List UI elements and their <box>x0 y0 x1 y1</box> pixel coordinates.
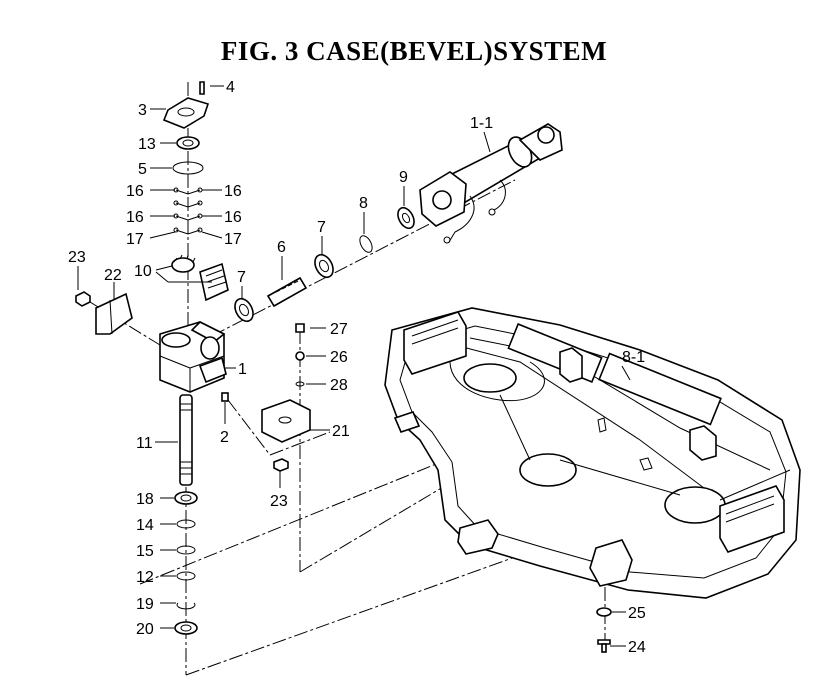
figure-title: FIG. 3 CASE(BEVEL)SYSTEM <box>220 36 608 66</box>
callout-16: 16 <box>224 209 242 226</box>
cover-stack <box>162 81 210 235</box>
lower-stack <box>174 491 198 635</box>
callout-1-1: 1-1 <box>470 115 493 132</box>
callout-25: 25 <box>628 605 646 622</box>
callout-16: 16 <box>126 183 144 200</box>
washer-bolt-25-24 <box>596 607 612 653</box>
callout-27: 27 <box>330 321 348 338</box>
callout-16: 16 <box>224 183 242 200</box>
callout-3: 3 <box>138 102 147 119</box>
callout-7: 7 <box>237 269 246 286</box>
callout-6: 6 <box>277 239 286 256</box>
drive-shaft-1-1 <box>419 123 563 244</box>
callout-23: 23 <box>270 493 288 510</box>
callout-26: 26 <box>330 349 348 366</box>
callout-2: 2 <box>220 429 229 446</box>
callout-8-1: 8-1 <box>622 349 645 366</box>
callout-12: 12 <box>136 569 154 586</box>
callout-18: 18 <box>136 491 154 508</box>
callout-15: 15 <box>136 543 154 560</box>
callout-7: 7 <box>317 219 326 236</box>
callout-10: 10 <box>134 263 152 280</box>
callout-20: 20 <box>136 621 154 638</box>
shaft-bearings <box>234 206 415 323</box>
gearbox-case-1 <box>159 321 227 393</box>
callout-5: 5 <box>138 161 147 178</box>
callout-28: 28 <box>330 377 348 394</box>
callout-11: 11 <box>136 435 153 452</box>
vertical-shaft-11 <box>179 392 229 486</box>
callout-labels: 4 3 13 5 16 16 16 16 17 17 23 22 10 7 7 … <box>68 79 646 656</box>
callout-14: 14 <box>136 517 154 534</box>
bevel-gears-10 <box>171 254 229 302</box>
callout-17: 17 <box>224 231 242 248</box>
callout-21: 21 <box>332 423 350 440</box>
mower-deck-8-1 <box>384 307 801 599</box>
callout-8: 8 <box>359 195 368 212</box>
callout-23: 23 <box>68 249 86 266</box>
callout-19: 19 <box>136 596 154 613</box>
callout-16: 16 <box>126 209 144 226</box>
callout-17: 17 <box>126 231 144 248</box>
callout-4: 4 <box>226 79 235 96</box>
callout-22: 22 <box>104 267 122 284</box>
callout-leaders <box>77 85 631 647</box>
callout-13: 13 <box>138 136 156 153</box>
callout-9: 9 <box>399 169 408 186</box>
callout-24: 24 <box>628 639 646 656</box>
callout-1: 1 <box>238 361 247 378</box>
bracket-22 <box>75 291 133 335</box>
